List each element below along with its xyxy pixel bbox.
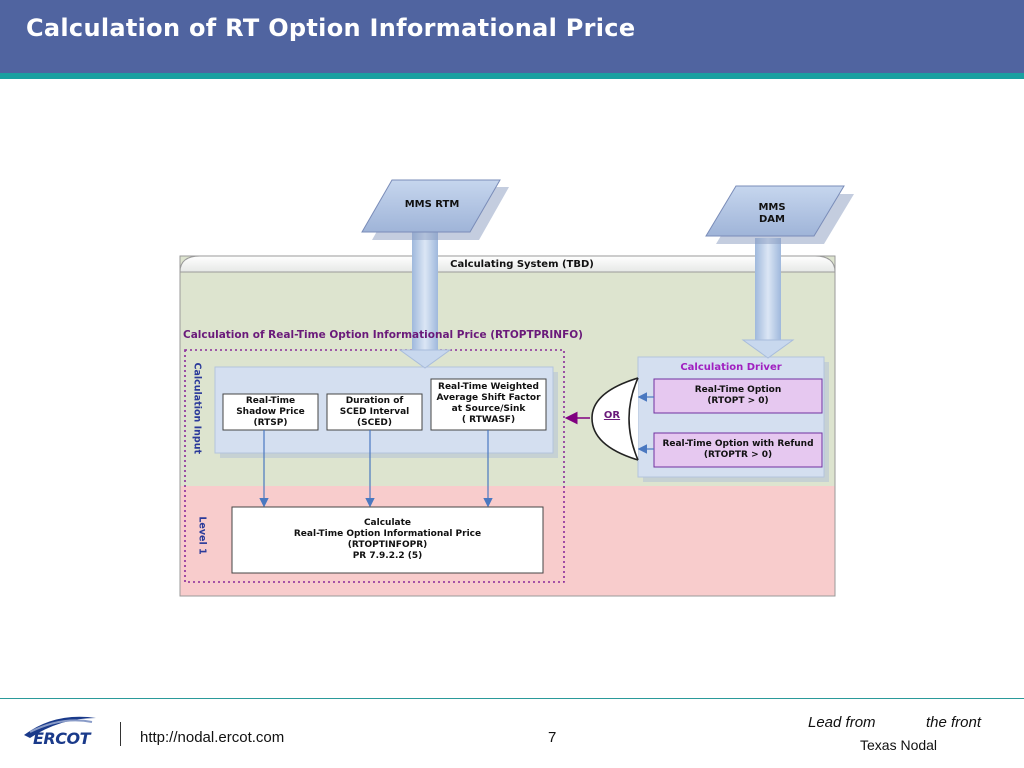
tagline-texas-nodal: Texas Nodal [860, 737, 938, 753]
tagline-the-front: the front [926, 714, 982, 731]
calculation-driver-title: Calculation Driver [680, 362, 782, 373]
mms-dam-label: MMS DAM [758, 202, 786, 225]
calculation-boundary [184, 349, 565, 583]
rtsp-text: Real-Time Shadow Price (RTSP) [236, 396, 305, 428]
calculate-box [231, 506, 544, 574]
rtsp-box [222, 393, 319, 431]
footer-divider [0, 698, 1024, 699]
footer-url: http://nodal.ercot.com [140, 729, 285, 746]
or-label: OR [603, 410, 621, 421]
calculate-text: Calculate Real-Time Option Informational… [293, 518, 482, 561]
page-title: Calculation of RT Option Informational P… [26, 14, 636, 42]
rtopt-box [653, 378, 823, 414]
section-title: Calculation of Real-Time Option Informat… [183, 329, 583, 341]
mms-rtm-arrow [398, 232, 452, 369]
mms-dam-arrow [741, 238, 795, 359]
page-number: 7 [548, 729, 557, 746]
mms-dam-shape [705, 185, 845, 237]
mms-rtm-shape [361, 179, 501, 233]
header-stripe [0, 73, 1024, 79]
sced-text: Duration of SCED Interval (SCED) [339, 396, 410, 428]
level-1-label: Level 1 [196, 516, 208, 555]
ercot-logo: ERCOT [33, 729, 91, 748]
tagline-lead-from: Lead from [808, 714, 876, 731]
header-bar [0, 0, 1024, 73]
rtoptr-box [653, 432, 823, 468]
calculation-input-label: Calculation Input [191, 362, 203, 455]
mms-rtm-label: MMS RTM [404, 199, 460, 210]
rtopt-text: Real-Time Option (RTOPT > 0) [694, 385, 782, 406]
ercot-logo-graphic [24, 716, 96, 738]
footer-separator [120, 722, 121, 746]
rtwasf-text: Real-Time Weighted Average Shift Factor … [436, 382, 541, 425]
sced-box [326, 393, 423, 431]
or-gate-shape [591, 377, 639, 461]
calculating-system-label: Calculating System (TBD) [450, 259, 594, 270]
rtoptr-text: Real-Time Option with Refund (RTOPTR > 0… [662, 439, 814, 460]
